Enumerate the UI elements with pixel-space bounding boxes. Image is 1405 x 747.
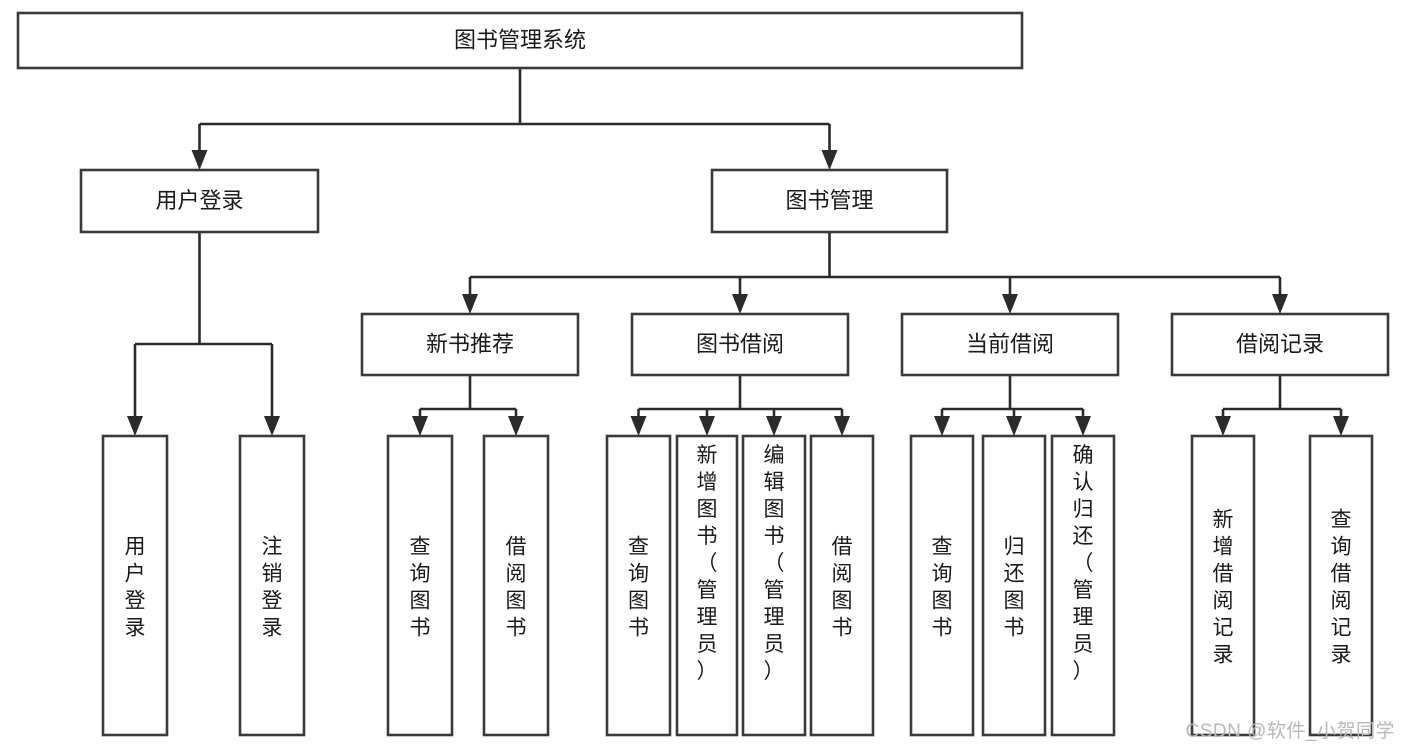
connector-user-login-to-leaves <box>127 232 280 436</box>
csdn-watermark: CSDN @软件_小贺同学 <box>1185 721 1395 742</box>
node-box-user-login <box>79 168 320 234</box>
node-leaf-query-book-rec[interactable]: 查询图书 <box>386 434 454 737</box>
connector-recommend-to-leaves <box>412 375 524 436</box>
arrow-head-icon <box>699 416 715 436</box>
node-label-borrow-record: 借阅记录 <box>1236 331 1324 356</box>
node-leaf-return-book[interactable]: 归还图书 <box>981 434 1047 737</box>
arrow-head-icon <box>732 294 748 314</box>
node-label-leaf-query-book-borrow: 查询图书 <box>628 536 649 640</box>
node-box-root <box>16 11 1024 70</box>
arrow-head-icon <box>127 416 143 436</box>
node-leaf-confirm-return-admin[interactable]: 确认归还（管理员） <box>1050 434 1116 737</box>
node-label-leaf-borrow-book: 借阅图书 <box>832 536 853 640</box>
node-label-leaf-add-book-admin: 新增图书（管理员） <box>697 444 718 683</box>
node-label-leaf-add-borrow-record: 新增借阅记录 <box>1213 509 1234 667</box>
node-box-book-manage <box>710 168 949 234</box>
node-box-leaf-query-book-cur <box>909 434 975 737</box>
node-current-borrow[interactable]: 当前借阅 <box>900 312 1120 377</box>
node-label-leaf-confirm-return-admin: 确认归还（管理员） <box>1073 444 1094 683</box>
node-label-leaf-query-book-cur: 查询图书 <box>932 536 953 640</box>
arrow-head-icon <box>821 150 838 170</box>
arrow-head-icon <box>1006 416 1022 436</box>
node-leaf-borrow-book-rec[interactable]: 借阅图书 <box>482 434 550 737</box>
node-label-leaf-user-login: 用户登录 <box>125 536 146 640</box>
arrow-head-icon <box>766 416 782 436</box>
node-label-leaf-borrow-book-rec: 借阅图书 <box>506 536 527 640</box>
node-box-leaf-query-borrow-record <box>1308 434 1374 737</box>
arrow-head-icon <box>934 416 950 436</box>
node-box-leaf-logout <box>238 434 306 737</box>
node-box-leaf-confirm-return-admin <box>1050 434 1116 737</box>
connector-current-to-leaves <box>934 375 1091 436</box>
node-box-leaf-query-book-borrow <box>605 434 672 737</box>
node-box-current-borrow <box>900 312 1120 377</box>
node-book-manage[interactable]: 图书管理 <box>710 168 949 234</box>
node-box-leaf-borrow-book-rec <box>482 434 550 737</box>
node-label-leaf-query-book-rec: 查询图书 <box>410 536 431 640</box>
arrow-head-icon <box>508 416 524 436</box>
arrow-head-icon <box>1272 294 1288 314</box>
node-user-login[interactable]: 用户登录 <box>79 168 320 234</box>
node-label-leaf-query-borrow-record: 查询借阅记录 <box>1331 509 1352 667</box>
arrow-head-icon <box>462 294 478 314</box>
node-label-user-login: 用户登录 <box>155 188 243 213</box>
node-leaf-user-login[interactable]: 用户登录 <box>101 434 169 737</box>
node-leaf-add-book-admin[interactable]: 新增图书（管理员） <box>675 434 739 737</box>
node-box-leaf-borrow-book <box>809 434 875 737</box>
connector-book-manage-to-level2 <box>462 232 1288 314</box>
connector-record-to-leaves <box>1215 375 1349 436</box>
node-box-new-book-recommend <box>360 312 580 377</box>
node-book-borrow[interactable]: 图书借阅 <box>630 312 850 377</box>
node-label-leaf-logout: 注销登录 <box>262 536 283 640</box>
node-leaf-edit-book-admin[interactable]: 编辑图书（管理员） <box>741 434 807 737</box>
node-leaf-borrow-book[interactable]: 借阅图书 <box>809 434 875 737</box>
node-label-book-borrow: 图书借阅 <box>696 331 784 356</box>
node-new-book-recommend[interactable]: 新书推荐 <box>360 312 580 377</box>
node-leaf-query-book-borrow[interactable]: 查询图书 <box>605 434 672 737</box>
node-box-leaf-user-login <box>101 434 169 737</box>
arrow-head-icon <box>834 416 850 436</box>
node-box-book-borrow <box>630 312 850 377</box>
node-label-book-manage: 图书管理 <box>785 188 873 213</box>
node-box-leaf-add-book-admin <box>675 434 739 737</box>
arrow-head-icon <box>191 150 208 170</box>
arrow-head-icon <box>264 416 280 436</box>
node-root[interactable]: 图书管理系统 <box>16 11 1024 70</box>
node-leaf-query-book-cur[interactable]: 查询图书 <box>909 434 975 737</box>
node-borrow-record[interactable]: 借阅记录 <box>1170 312 1390 377</box>
arrow-head-icon <box>1075 416 1091 436</box>
node-label-leaf-return-book: 归还图书 <box>1004 536 1025 640</box>
node-box-leaf-add-borrow-record <box>1190 434 1256 737</box>
node-leaf-logout[interactable]: 注销登录 <box>238 434 306 737</box>
arrow-head-icon <box>1333 416 1349 436</box>
arrow-head-icon <box>1002 294 1018 314</box>
node-label-current-borrow: 当前借阅 <box>966 331 1054 356</box>
node-box-leaf-return-book <box>981 434 1047 737</box>
arrow-head-icon <box>412 416 428 436</box>
node-label-leaf-edit-book-admin: 编辑图书（管理员） <box>764 444 785 683</box>
connector-borrow-to-leaves <box>630 375 850 436</box>
node-layer: 图书管理系统用户登录图书管理新书推荐图书借阅当前借阅借阅记录用户登录注销登录查询… <box>16 11 1390 737</box>
node-box-leaf-query-book-rec <box>386 434 454 737</box>
node-leaf-query-borrow-record[interactable]: 查询借阅记录 <box>1308 434 1374 737</box>
node-box-borrow-record <box>1170 312 1390 377</box>
node-label-new-book-recommend: 新书推荐 <box>426 331 514 356</box>
node-box-leaf-edit-book-admin <box>741 434 807 737</box>
connector-root-to-level1 <box>191 68 838 170</box>
node-leaf-add-borrow-record[interactable]: 新增借阅记录 <box>1190 434 1256 737</box>
node-label-root: 图书管理系统 <box>454 27 586 52</box>
arrow-head-icon <box>1215 416 1231 436</box>
arrow-head-icon <box>630 416 647 436</box>
connector-layer <box>127 68 1349 436</box>
